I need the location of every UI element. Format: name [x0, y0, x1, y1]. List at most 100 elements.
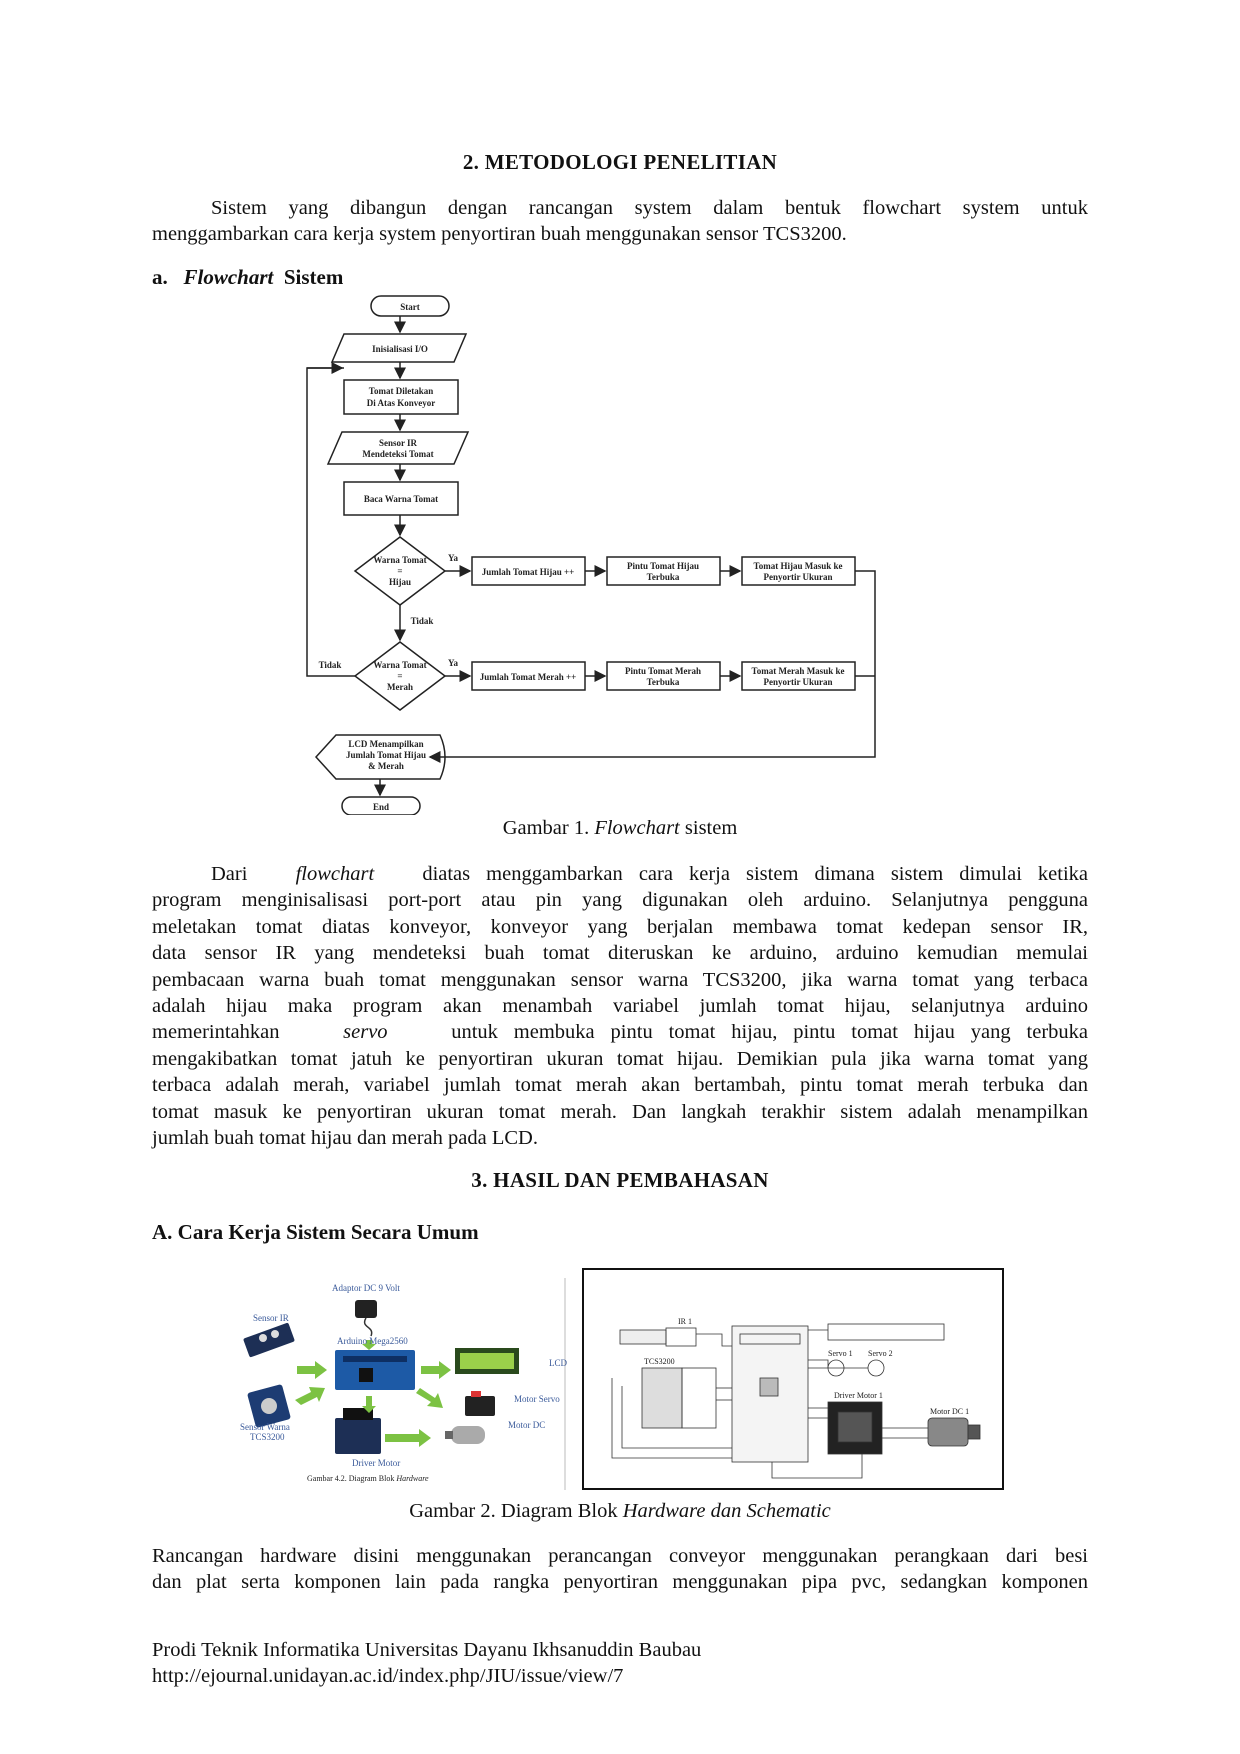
subsection-a-rest: Sistem	[283, 265, 344, 289]
adaptor-icon	[355, 1300, 377, 1318]
fc-lcd-label-1: LCD Menampilkan	[348, 739, 423, 749]
section-3-subheading: A. Cara Kerja Sistem Secara Umum	[152, 1220, 479, 1244]
block-motor-dc-label: Motor DC	[508, 1420, 545, 1430]
intro-line-2: menggambarkan cara kerja system penyorti…	[152, 223, 847, 246]
para2-l7-italic: servo	[343, 1021, 388, 1044]
fc-decision-red-shape	[353, 641, 447, 711]
schematic-tcs-label: TCS3200	[644, 1357, 675, 1366]
fc-green-count-label: Jumlah Tomat Hijau ++	[482, 567, 575, 577]
driver-motor-icon	[335, 1418, 381, 1454]
fc-red-sort-label-2: Penyortir Ukuran	[763, 677, 832, 687]
fc-read-shape	[343, 481, 459, 516]
fc-lcd-label-3: & Merah	[368, 761, 404, 771]
schematic-ir-label: IR 1	[678, 1317, 692, 1326]
para2-line-5: pembacaan warna buah tomat menggunakan s…	[152, 968, 1088, 991]
para2-l1-a: Dari	[211, 863, 248, 885]
subsection-a-italic: Flowchart	[183, 265, 274, 289]
para2-l1-b: diatas menggambarkan cara kerja sistem d…	[422, 863, 1089, 885]
para3-line-2: dan plat serta komponen lain pada rangka…	[152, 1571, 1088, 1594]
para2-line-6: adalah hijau maka program akan menambah …	[152, 995, 1088, 1018]
green-arrows	[295, 1340, 451, 1447]
fc-yes-label-2: Ya	[448, 658, 459, 668]
fc-read-label: Baca Warna Tomat	[364, 494, 438, 504]
fc-red-gate-label-1: Pintu Tomat Merah	[625, 666, 701, 676]
section-2-intro: Sistem yang dibangun dengan rancangan sy…	[152, 195, 1088, 248]
figure-1-suffix: sistem	[684, 817, 738, 839]
figure-2-caption: Gambar 2. Diagram Blok Hardware dan Sche…	[0, 1500, 1240, 1523]
fc-end-label: End	[373, 802, 389, 812]
fc-decision-green-label-2: =	[397, 566, 402, 576]
block-lcd-label: LCD	[549, 1358, 568, 1368]
fc-init-label: Inisialisasi I/O	[372, 344, 428, 354]
section-3-heading: 3. HASIL DAN PEMBAHASAN	[471, 1168, 769, 1192]
motor-dc-icon	[451, 1426, 485, 1444]
page-footer: Prodi Teknik Informatika Universitas Day…	[152, 1637, 701, 1689]
fc-ir-label-2: Mendeteksi Tomat	[362, 449, 433, 459]
fc-green-sort-label-2: Penyortir Ukuran	[763, 572, 832, 582]
para2-line-7: memerintahkan servo untuk membuka pintu …	[152, 1019, 1088, 1045]
para2-line-11: jumlah buah tomat hijau dan merah pada L…	[152, 1127, 538, 1150]
intro-line-1: Sistem yang dibangun dengan rancangan sy…	[211, 197, 1088, 219]
block-sensor-ir-label: Sensor IR	[253, 1313, 289, 1323]
schematic-tcs-icon	[641, 1367, 683, 1429]
para3-line-1: Rancangan hardware disini menggunakan pe…	[152, 1545, 1088, 1567]
fc-decision-red-label-3: Merah	[387, 682, 413, 692]
figure-1-prefix: Gambar 1.	[502, 817, 590, 839]
para2-l7-a: memerintahkan	[152, 1021, 280, 1044]
hardware-schematic: IR 1 TCS3200 Servo 1 Servo 2 Driver Moto…	[582, 1268, 1004, 1490]
para2-line-9: terbaca adalah merah, variabel jumlah to…	[152, 1074, 1088, 1097]
hardware-block-diagram: Adaptor DC 9 Volt Sensor IR Arduino Mega…	[240, 1278, 568, 1490]
fc-no-label-2: Tidak	[319, 660, 342, 670]
fc-place-label-2: Di Atas Konveyor	[367, 398, 436, 408]
fc-red-gate-label-2: Terbuka	[647, 677, 680, 687]
fc-yes-label-1: Ya	[448, 553, 459, 563]
fc-ir-shape	[326, 431, 470, 465]
schematic-motor-label: Motor DC 1	[930, 1407, 969, 1416]
fc-decision-red-label-1: Warna Tomat	[373, 660, 426, 670]
flowchart-explanation-paragraph: Dari flowchart diatas menggambarkan cara…	[152, 861, 1088, 1151]
block-inner-caption-prefix: Gambar 4.2. Diagram Blok	[307, 1474, 394, 1483]
schematic-lcd-icon	[827, 1323, 945, 1341]
hardware-paragraph: Rancangan hardware disini menggunakan pe…	[152, 1543, 1088, 1596]
subsection-a-flowchart: a. Flowchart Sistem	[152, 265, 343, 290]
subsection-a-prefix: a.	[152, 265, 168, 289]
para2-l1-italic: flowchart	[295, 863, 375, 885]
schematic-servo2-label: Servo 2	[868, 1349, 893, 1358]
para2-l7-b: untuk membuka pintu tomat hijau, pintu t…	[451, 1021, 1088, 1044]
fc-place-shape	[343, 379, 459, 415]
fc-decision-green-label-1: Warna Tomat	[373, 555, 426, 565]
para2-line-8: mengakibatkan tomat jatuh ke penyortiran…	[152, 1047, 1088, 1070]
figure-1-italic: Flowchart	[594, 817, 680, 839]
fc-lcd-shape	[314, 734, 446, 780]
fc-decision-red-label-2: =	[397, 671, 402, 681]
fc-lcd-label-2: Jumlah Tomat Hijau	[346, 750, 426, 760]
flowchart-figure: Start Inisialisasi I/O Tomat Diletakan D…	[306, 295, 876, 815]
servo-icon	[465, 1396, 495, 1416]
section-2-heading: 2. METODOLOGI PENELITIAN	[462, 150, 778, 174]
schematic-servo1-label: Servo 1	[828, 1349, 853, 1358]
fc-start-label: Start	[400, 302, 420, 312]
block-inner-caption-italic: Hardware	[395, 1474, 429, 1483]
fc-start-shape	[370, 295, 450, 317]
block-driver-motor-label: Driver Motor	[352, 1458, 400, 1468]
footer-institution: Prodi Teknik Informatika Universitas Day…	[152, 1639, 702, 1661]
footer-url: http://ejournal.unidayan.ac.id/index.php…	[152, 1665, 624, 1687]
schematic-driver-label: Driver Motor 1	[834, 1391, 883, 1400]
para2-line-2: program menginisalisasi port-port atau p…	[152, 889, 1088, 912]
para2-line-3: meletakan tomat diatas konveyor, konveyo…	[152, 915, 1088, 938]
fc-green-gate-label-2: Terbuka	[647, 572, 680, 582]
block-inner-caption: Gambar 4.2. Diagram Blok Hardware	[307, 1474, 429, 1483]
block-arduino-label: Arduino Mega2560	[337, 1336, 408, 1346]
para2-line-4: data sensor IR yang mendeteksi buah toma…	[152, 942, 1088, 965]
fc-place-label-1: Tomat Diletakan	[369, 386, 433, 396]
block-sensor-warna-label-1: Sensor Warna	[240, 1422, 290, 1432]
figure-1-caption: Gambar 1. Flowchart sistem	[0, 817, 1240, 840]
fc-green-gate-label-1: Pintu Tomat Hijau	[627, 561, 699, 571]
fc-no-label-1: Tidak	[411, 616, 434, 626]
block-sensor-warna-label-2: TCS3200	[250, 1432, 285, 1442]
para2-line-10: tomat masuk ke penyortiran ukuran tomat …	[152, 1100, 1088, 1123]
figure-2-prefix: Gambar 2. Diagram Blok	[409, 1500, 618, 1522]
schematic-motor-icon	[927, 1417, 969, 1447]
schematic-ir-icon	[619, 1329, 667, 1345]
